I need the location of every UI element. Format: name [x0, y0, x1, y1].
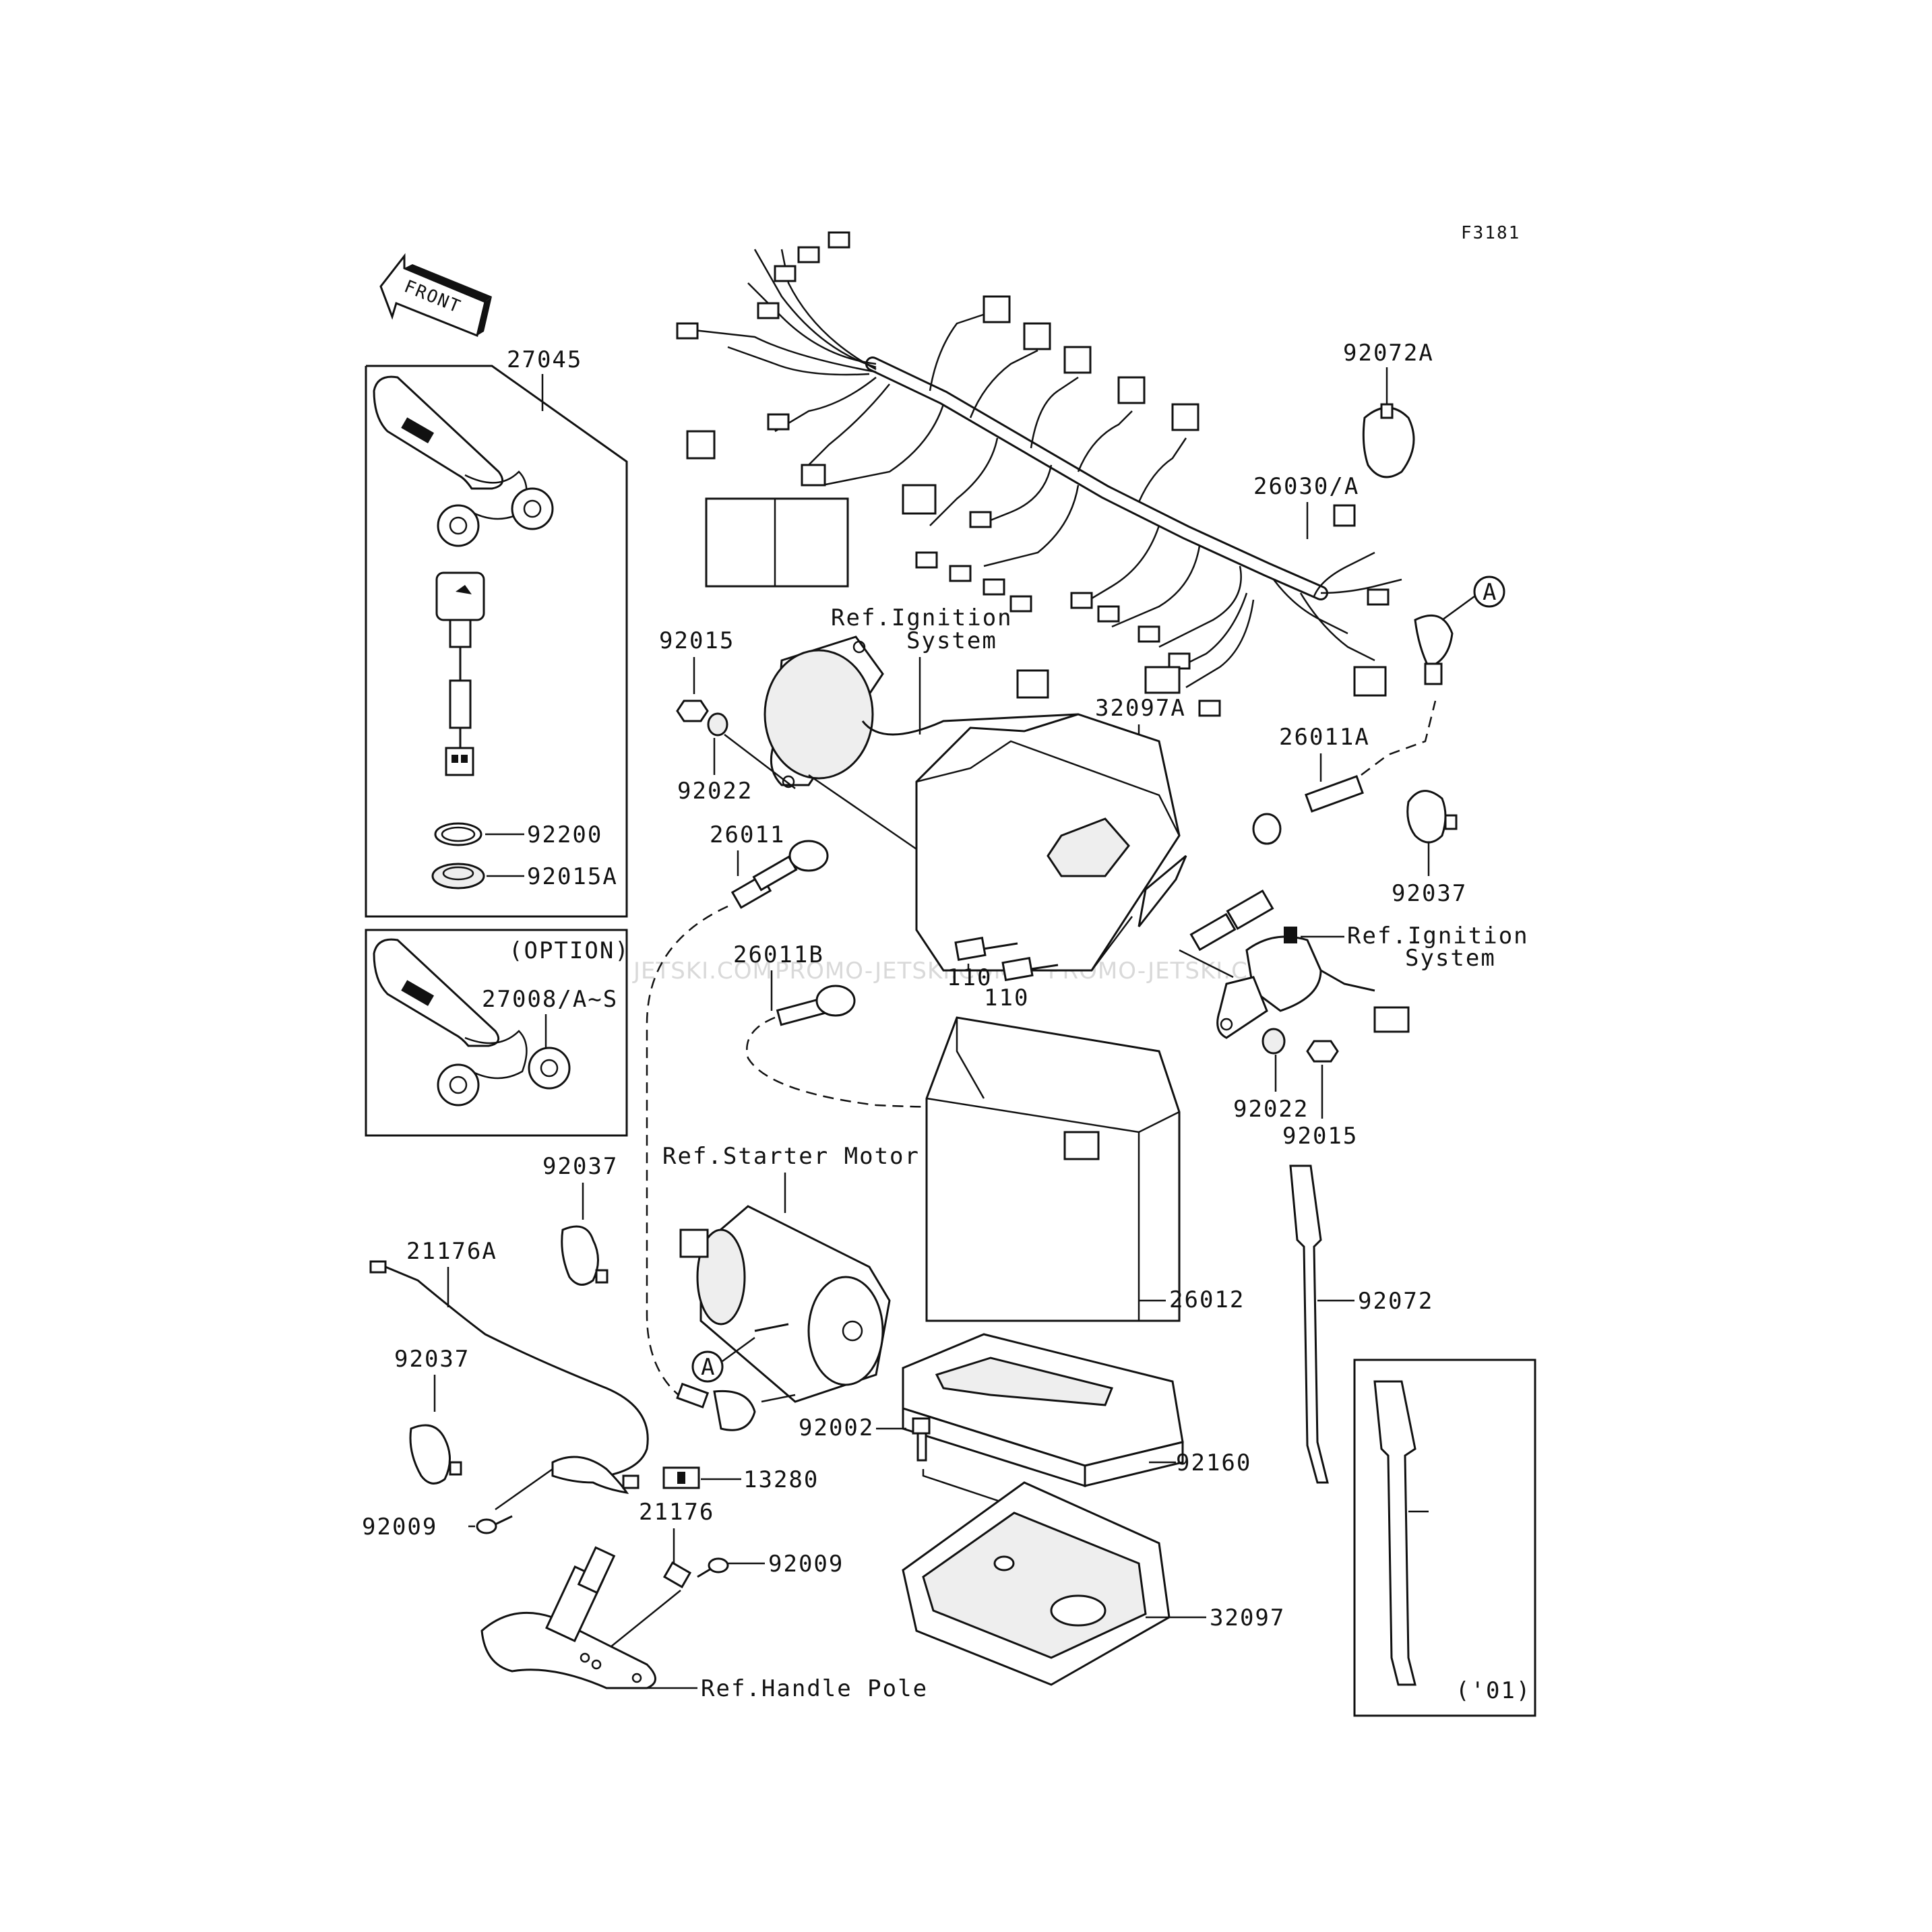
- part-label-92037: 92037: [542, 1153, 618, 1180]
- fuse-box-icon: [705, 497, 849, 588]
- starter-relay: Ref.Ignition System: [1179, 889, 1529, 1039]
- part-label-92015A: 92015A: [527, 863, 618, 890]
- clamp-21176: 21176: [592, 1499, 714, 1662]
- callout-a-icon: [691, 1350, 724, 1383]
- figure-code: F3181: [1461, 223, 1520, 243]
- watermark: JETSKI.COM: [632, 958, 773, 985]
- part-label-92022: 92022: [1233, 1096, 1309, 1123]
- bolt-92002: 92002: [799, 1414, 1015, 1507]
- connector-icon: [676, 231, 1390, 717]
- part-label-26012: 26012: [1169, 1286, 1245, 1313]
- battery-cover-32097A: 32097A: [915, 695, 1187, 972]
- cable-26011: 26011: [646, 821, 829, 1403]
- part-label-32097: 32097: [1210, 1604, 1285, 1631]
- option-caption: (OPTION): [509, 937, 630, 964]
- ignition-key-group: 27045 92200 92015A: [365, 346, 628, 918]
- callout-a-icon: [1473, 575, 1505, 608]
- battery-tray-92160: 92160: [902, 1333, 1251, 1488]
- part-label-27045: 27045: [507, 346, 582, 373]
- band-92037-upper: 92037: [542, 1153, 618, 1286]
- part-label-27008: 27008/A~S: [482, 986, 618, 1013]
- lanyard-icon: [373, 938, 500, 1047]
- sensor-wire-21176A: 21176A: [369, 1238, 649, 1511]
- part-label-92015: 92015: [659, 627, 735, 654]
- band-92037-right: 92037: [1392, 790, 1467, 907]
- cable-26011A: 26011A A: [1252, 575, 1505, 845]
- option-key-group: (OPTION) 27008/A~S: [365, 929, 630, 1137]
- part-label-26011: 26011: [710, 821, 785, 848]
- ref-ignition-label: System: [1405, 945, 1496, 972]
- starter-motor: Ref.Starter Motor: [662, 1143, 920, 1403]
- connector-icon: [445, 747, 474, 776]
- ref-ignition-label: System: [906, 627, 997, 654]
- part-label-110: 110: [984, 985, 1029, 1011]
- front-arrow-icon: FRONT: [379, 253, 492, 338]
- callout-a: A: [701, 1354, 716, 1381]
- part-label-92037: 92037: [1392, 880, 1467, 907]
- key-cap-icon: [437, 1063, 480, 1107]
- handle-pole-bracket: Ref.Handle Pole: [480, 1546, 928, 1702]
- screw-92009-right: 92009: [697, 1551, 844, 1578]
- band-92072A: 92072A: [1343, 340, 1434, 478]
- main-wiring-harness: 26030/A: [676, 231, 1402, 717]
- ref-starter-motor-label: Ref.Starter Motor: [662, 1143, 920, 1170]
- bolt-110: 110 110: [947, 936, 1059, 1011]
- part-label-110: 110: [947, 964, 992, 991]
- washer-icon: [1261, 1028, 1286, 1055]
- lanyard-icon: [373, 375, 504, 490]
- part-label-92200: 92200: [527, 821, 602, 848]
- cable-26011B: 26011B: [733, 941, 978, 1108]
- part-label-92072: 92072: [1358, 1288, 1433, 1315]
- part-label-92015: 92015: [1282, 1123, 1358, 1150]
- clip-13280: 13280: [662, 1466, 819, 1493]
- nut-icon: [676, 699, 709, 722]
- year-caption: ('01): [1456, 1677, 1531, 1704]
- band-92037-lower: 92037: [394, 1346, 470, 1485]
- ignition-coil: [764, 635, 1079, 788]
- part-label-92009: 92009: [362, 1514, 437, 1540]
- band-icon: [1362, 406, 1415, 478]
- battery-case-32097: 32097: [902, 1481, 1285, 1686]
- part-label-92160: 92160: [1176, 1450, 1251, 1476]
- part-label-26011A: 26011A: [1279, 724, 1370, 751]
- part-label-92002: 92002: [799, 1414, 874, 1441]
- strap-92072B-group: ('01): [1353, 1359, 1536, 1717]
- part-label-92037: 92037: [394, 1346, 470, 1373]
- ref-ignition-label: Ref.Ignition: [831, 604, 1013, 631]
- ref-handle-pole-label: Ref.Handle Pole: [701, 1675, 928, 1702]
- nut-icon: [1306, 1040, 1339, 1063]
- battery-26012: 26012: [925, 1016, 1245, 1322]
- part-label-13280: 13280: [743, 1466, 819, 1493]
- washer-icon: [707, 712, 728, 737]
- part-label-21176: 21176: [639, 1499, 714, 1526]
- screw-92009-left: 92009: [362, 1514, 513, 1540]
- part-label-21176A: 21176A: [406, 1238, 497, 1265]
- callout-a: A: [1483, 579, 1497, 606]
- key-switch-icon: [435, 571, 485, 621]
- part-label-92009: 92009: [768, 1551, 844, 1578]
- part-label-92022: 92022: [677, 778, 753, 805]
- ref-ignition-label: Ref.Ignition: [1347, 923, 1529, 949]
- part-label-26011B: 26011B: [733, 941, 824, 968]
- part-label-92072A: 92072A: [1343, 340, 1434, 367]
- part-label-26030: 26030/A: [1253, 473, 1359, 500]
- key-cap-icon: [437, 504, 480, 547]
- part-label-32097A: 32097A: [1095, 695, 1186, 722]
- strap-92072: 92072: [1289, 1164, 1433, 1484]
